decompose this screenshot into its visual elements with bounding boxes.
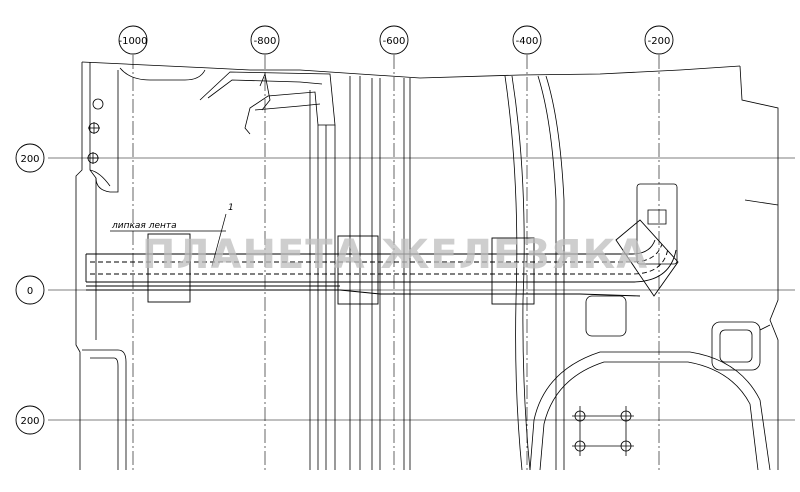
y-bubble-zero: 0	[15, 275, 45, 305]
y-bubble-top: 200	[15, 143, 45, 173]
x-axis-label: -200	[648, 36, 671, 47]
tape-clamp	[147, 233, 191, 303]
y-axis-bubbles: 200 0 200	[15, 143, 45, 435]
callout: липкая лента 1	[110, 203, 234, 267]
y-axis-label: 200	[20, 154, 39, 165]
x-bubble-2: -800	[250, 25, 280, 55]
tape-clamp	[337, 235, 379, 305]
watermark: ПЛАНЕТА ЖЕЛЕЗЯКА	[142, 232, 648, 278]
x-bubble-3: -600	[379, 25, 409, 55]
x-axis-bubbles: -1000 -800 -600 -400 -200	[118, 25, 674, 55]
mounting-holes	[572, 406, 634, 456]
x-axis-label: -1000	[118, 36, 147, 47]
x-bubble-1: -1000	[118, 25, 148, 55]
x-bubble-5: -200	[644, 25, 674, 55]
y-axis-label: 0	[27, 286, 33, 297]
tape-clamps	[147, 233, 535, 305]
floor-panel-outline	[75, 61, 779, 471]
y-axis-label: 200	[20, 416, 39, 427]
x-axis-label: -400	[516, 36, 539, 47]
x-bubble-4: -400	[512, 25, 542, 55]
x-axis-label: -600	[383, 36, 406, 47]
tape-label: липкая лента	[111, 221, 177, 231]
pipe-run	[85, 219, 679, 297]
x-axis-label: -800	[254, 36, 277, 47]
tape-clamp	[491, 237, 535, 305]
callout-number: 1	[228, 203, 234, 213]
y-bubble-bottom: 200	[15, 405, 45, 435]
